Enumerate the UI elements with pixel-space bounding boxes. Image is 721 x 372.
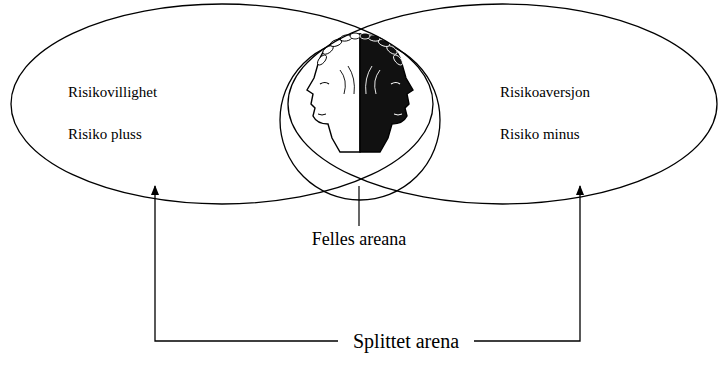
- ellipse-region: RisikoaversjonRisiko minus: [287, 3, 718, 205]
- caption-label: Felles areana: [310, 228, 408, 250]
- ellipse-outline: [287, 3, 718, 205]
- region-text: Risikovillighet: [68, 83, 157, 101]
- caption-label: Splittet arena: [351, 329, 461, 353]
- region-text: Risikoaversjon: [500, 83, 590, 101]
- ellipse-outline: [10, 3, 434, 205]
- ellipse-region: RisikovillighetRisiko pluss: [10, 3, 434, 205]
- region-text: Risiko minus: [500, 125, 580, 143]
- region-text: Risiko pluss: [68, 125, 142, 143]
